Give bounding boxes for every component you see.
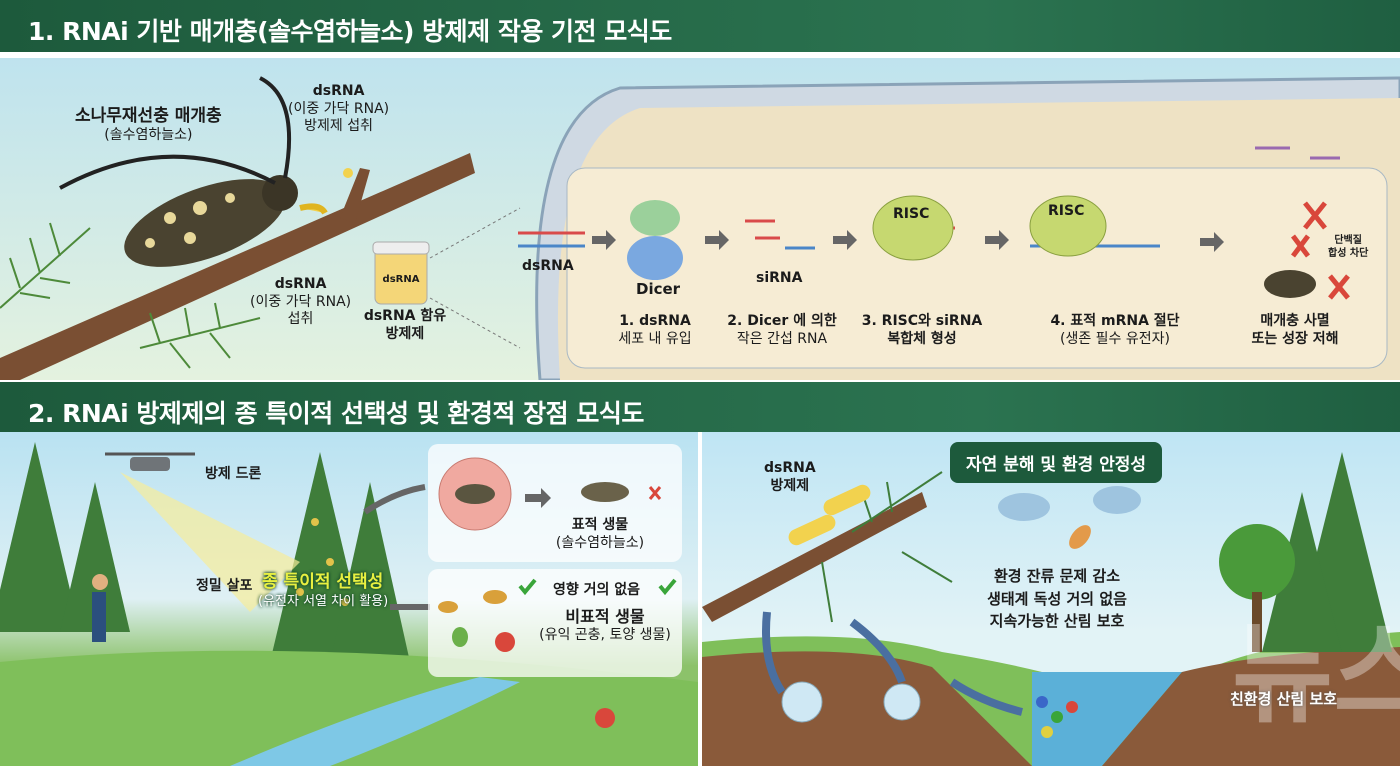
- water: [1032, 672, 1182, 766]
- benefit-list: 환경 잔류 문제 감소 생태계 독성 거의 없음 지속가능한 산림 보호: [957, 565, 1157, 633]
- rain-cloud: [998, 493, 1050, 521]
- no-effect-label: 영향 거의 없음: [553, 582, 641, 598]
- mechanism-illustration: [0, 76, 1400, 380]
- label-ingest-top: dsRNA(이중 가닥 RNA)방제제 섭취: [288, 83, 390, 134]
- drone-label: 방제 드론: [205, 466, 262, 482]
- selectivity-sub: (유전자 서열 차이 활용): [258, 594, 389, 609]
- benefit-item: 생태계 독성 거의 없음: [987, 589, 1127, 608]
- target-label: 표적 생물(솔수염하늘소): [555, 517, 645, 551]
- branch: [702, 492, 927, 622]
- selectivity-label: 종 특이적 선택성: [262, 572, 384, 592]
- jar-label: dsRNA: [382, 274, 420, 285]
- environment-illustration: 뉴스1: [702, 452, 1400, 766]
- trees: [0, 442, 410, 662]
- mol-dsrna: dsRNA: [522, 258, 574, 274]
- benefit-item: 환경 잔류 문제 감소: [993, 567, 1121, 585]
- selectivity-panel: 방제 드론 정밀 살포 종 특이적 선택성 (유전자 서열 차이 활용) 표적 …: [0, 432, 698, 766]
- spray-cone: [120, 472, 300, 612]
- label-ingest-bottom: dsRNA(이중 가닥 RNA)섭취: [250, 276, 352, 327]
- mol-risc-2: RISC: [1048, 203, 1085, 219]
- ladybug: [595, 708, 615, 728]
- section2-title: 2. RNAi 방제제의 종 특이적 선택성 및 환경적 장점 모식도: [0, 382, 1400, 432]
- forest-illustration: [0, 442, 698, 766]
- section1-panel: 소나무재선충 매개충(솔수염하늘소) dsRNA(이중 가닥 RNA)방제제 섭…: [0, 58, 1400, 380]
- molecules: [1036, 696, 1078, 738]
- flow-arrows: [762, 611, 1023, 716]
- spray-label: 정밀 살포: [196, 578, 253, 594]
- mol-dicer: Dicer: [636, 280, 681, 298]
- step-4-caption: 4. 표적 mRNA 절단(생존 필수 유전자): [1050, 313, 1180, 347]
- dicer: [630, 200, 680, 236]
- drone: [130, 457, 170, 471]
- river: [230, 677, 520, 766]
- mol-sirna: siRNA: [756, 270, 803, 286]
- beetle-label: 소나무재선충 매개충(솔수염하늘소): [75, 106, 222, 144]
- worker: [92, 592, 106, 642]
- nontarget-label: 비표적 생물(유익 곤충, 토양 생물): [539, 607, 671, 643]
- beetle: [124, 179, 286, 267]
- benefit-item: 지속가능한 산림 보호: [989, 612, 1125, 630]
- watermark-logo: 뉴스1: [1232, 610, 1400, 738]
- watermark-caption: 친환경 산림 보호: [1230, 690, 1338, 708]
- dead-beetle: [1264, 270, 1316, 298]
- pine-needles: [0, 222, 261, 369]
- risc: [872, 195, 954, 261]
- env-title-badge: 자연 분해 및 환경 안정성: [950, 442, 1163, 483]
- cytoplasm: [566, 167, 1388, 369]
- mol-risc: RISC: [893, 206, 930, 222]
- section1-title: 1. RNAi 기반 매개충(솔수염하늘소) 방제제 작용 기전 모식도: [0, 0, 1400, 52]
- arrows: [592, 230, 1224, 252]
